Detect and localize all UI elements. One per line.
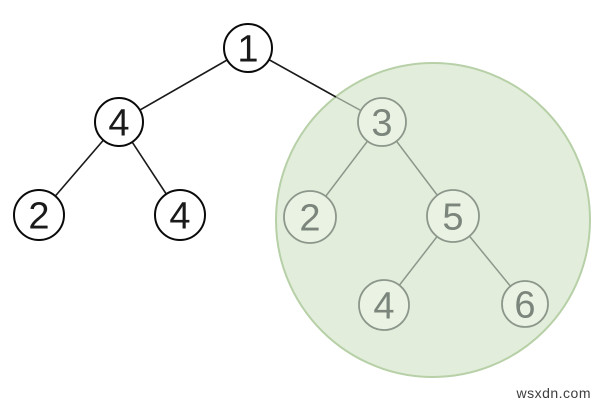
watermark: wsxdn.com [516, 385, 591, 401]
tree-node-value: 4 [108, 102, 129, 144]
tree-node-circle [283, 190, 337, 244]
tree-node-circle [13, 189, 65, 241]
tree-node-value: 2 [28, 195, 49, 237]
tree-node-circle [501, 280, 549, 328]
tree-node-value: 5 [442, 196, 463, 238]
tree-node-circle [154, 189, 206, 241]
tree-node-circle [223, 23, 273, 73]
tree-node-value: 2 [299, 197, 320, 239]
tree-node-value: 3 [371, 102, 392, 144]
tree-node-circle [94, 97, 144, 147]
tree-node-value: 4 [169, 195, 190, 237]
tree-node-circle [357, 97, 407, 147]
tree-node-circle [358, 279, 410, 331]
tree-node-value: 1 [237, 28, 258, 70]
tree-node-value: 4 [373, 285, 394, 327]
tree-node-value: 6 [514, 284, 535, 326]
tree-node-circle [426, 189, 480, 243]
